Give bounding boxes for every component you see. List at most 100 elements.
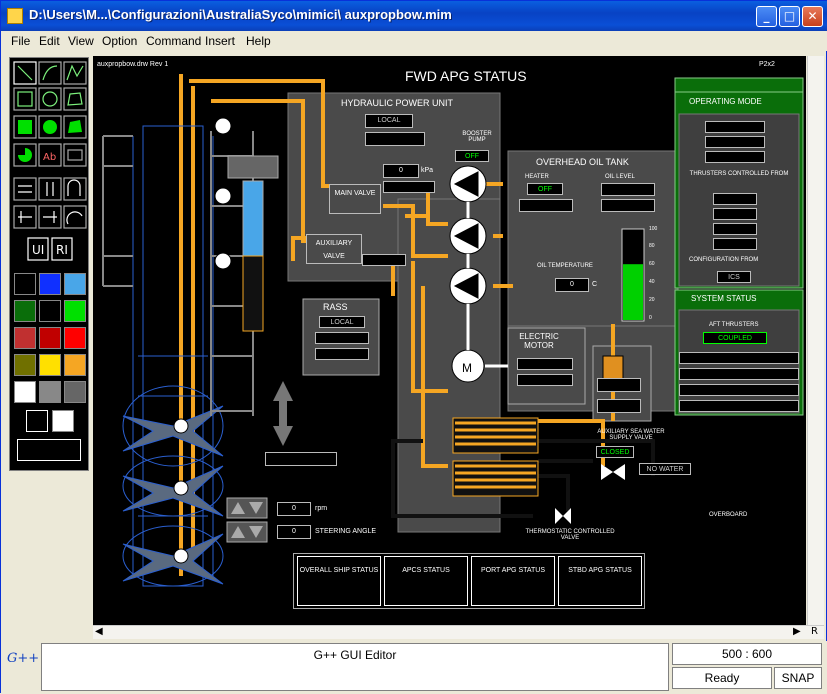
heater-field: OFF <box>527 183 563 195</box>
main-valve[interactable]: MAIN VALVE <box>329 184 381 214</box>
port-apg-status-button[interactable]: PORT APG STATUS <box>471 556 555 606</box>
aft-thrusters-label: AFT THRUSTERS <box>709 322 759 328</box>
menu-file[interactable]: File <box>11 34 31 48</box>
rass-local-field: LOCAL <box>319 316 365 328</box>
hpu-title: HYDRAULIC POWER UNIT <box>341 98 454 108</box>
motor-symbol: M <box>462 361 472 375</box>
sys-status-row-2 <box>679 368 799 380</box>
thrusters-field-1 <box>713 193 757 205</box>
color-swatch-brightred[interactable] <box>64 327 86 349</box>
background-color[interactable] <box>52 410 74 432</box>
svg-text:UI: UI <box>32 243 44 257</box>
mimic-canvas[interactable]: M <box>93 56 806 625</box>
drawing-file-label: auxpropbow.drw Rev 1 <box>97 61 169 68</box>
oil-level-field-1 <box>601 183 655 196</box>
color-swatch-orange[interactable] <box>64 354 86 376</box>
color-swatch-white[interactable] <box>14 381 36 403</box>
gauge-tick-60: 60 <box>649 261 655 267</box>
gauge-tick-20: 20 <box>649 297 655 303</box>
hpu-local-field: LOCAL <box>365 114 413 128</box>
minimize-button[interactable]: _ <box>756 6 777 27</box>
pressure-unit: kPa <box>421 167 434 174</box>
menu-help[interactable]: Help <box>246 34 271 48</box>
menu-edit[interactable]: Edit <box>39 34 60 48</box>
steering-readout <box>265 452 337 466</box>
foreground-color[interactable] <box>26 410 48 432</box>
app-logo: G++ <box>7 651 40 666</box>
title-bar: D:\Users\M...\Configurazioni\AustraliaSy… <box>1 1 827 31</box>
thrusters-controlled-label: THRUSTERS CONTROLLED FROM <box>689 171 789 177</box>
maximize-button[interactable]: □ <box>779 6 800 27</box>
color-swatch-yellow[interactable] <box>39 354 61 376</box>
line-style-box[interactable] <box>17 439 81 461</box>
overall-ship-status-button[interactable]: OVERALL SHIP STATUS <box>297 556 381 606</box>
steering-label: STEERING ANGLE <box>315 528 377 535</box>
oil-temp-label: OIL TEMPERATURE <box>537 263 593 269</box>
color-swatch-olive[interactable] <box>14 354 36 376</box>
no-water-field: NO WATER <box>639 463 691 475</box>
status-state: Ready <box>672 667 772 689</box>
snap-indicator[interactable]: SNAP <box>774 667 822 689</box>
color-swatch-darkgray[interactable] <box>64 381 86 403</box>
svg-text:Ab: Ab <box>43 152 56 163</box>
color-swatch-blue[interactable] <box>39 273 61 295</box>
hpu-status-field <box>365 132 425 146</box>
oil-temp-value: 0 <box>555 278 589 292</box>
apcs-status-button[interactable]: APCS STATUS <box>384 556 468 606</box>
menu-view[interactable]: View <box>68 34 94 48</box>
color-swatch-green[interactable] <box>64 300 86 322</box>
stbd-apg-status-button[interactable]: STBD APG STATUS <box>558 556 642 606</box>
close-button[interactable]: ✕ <box>802 6 823 27</box>
rass-field-3 <box>315 348 369 360</box>
rass-field-2 <box>315 332 369 344</box>
gauge-tick-40: 40 <box>649 279 655 285</box>
color-swatch-gray[interactable] <box>39 381 61 403</box>
aux-valve-field <box>362 254 406 266</box>
thermostatic-label: THERMOSTATIC CONTROLLED VALVE <box>525 529 615 541</box>
mimic-drawing: M <box>102 74 804 587</box>
sea-valve-label: AUXILIARY SEA WATER SUPPLY VALVE <box>597 429 665 441</box>
config-from-label: CONFIGURATION FROM <box>689 257 759 263</box>
aux-valve[interactable]: AUXILIARY VALVE <box>306 234 362 264</box>
coords-box: 500 : 600 <box>672 643 822 665</box>
color-swatch-red[interactable] <box>39 327 61 349</box>
oil-tank-title: OVERHEAD OIL TANK <box>536 157 629 167</box>
drawing-toolbox: Ab UI RI <box>9 57 89 471</box>
overboard-label: OVERBOARD <box>709 512 748 518</box>
color-swatch-darkred[interactable] <box>14 327 36 349</box>
vertical-scrollbar[interactable] <box>807 56 824 625</box>
toolbox-tools: Ab UI RI <box>13 61 87 261</box>
sys-status-row-3 <box>679 384 799 396</box>
menu-insert[interactable]: Insert <box>205 34 236 48</box>
scroll-left-icon[interactable]: ◀ <box>95 626 103 637</box>
color-swatch-black2[interactable] <box>39 300 61 322</box>
menu-command[interactable]: Command <box>146 34 202 48</box>
gauge-tick-80: 80 <box>649 243 655 249</box>
operating-mode-title: OPERATING MODE <box>689 97 762 106</box>
page-title: FWD APG STATUS <box>405 68 527 84</box>
page-code: P2x2 <box>759 61 775 68</box>
svg-text:RI: RI <box>56 243 68 257</box>
color-swatch-black[interactable] <box>14 273 36 295</box>
color-swatch-lightblue[interactable] <box>64 273 86 295</box>
app-icon <box>7 8 23 24</box>
op-mode-field-1 <box>705 121 765 133</box>
rpm-value: 0 <box>277 502 311 516</box>
thrusters-field-2 <box>713 208 757 220</box>
horizontal-scrollbar[interactable]: ◀ ▶ R <box>93 625 824 639</box>
scroll-right-icon[interactable]: ▶ <box>793 626 801 637</box>
motor-field-2 <box>517 374 573 386</box>
sys-status-row-1 <box>679 352 799 364</box>
filter-field-2 <box>597 399 641 413</box>
heater-status-field <box>519 199 573 212</box>
menu-bar: File Edit View Option Command Insert Hel… <box>1 31 827 51</box>
status-bar: G++ G++ GUI Editor 500 : 600 Ready SNAP <box>1 641 827 694</box>
rass-title: RASS <box>323 302 348 312</box>
rpm-unit: rpm <box>315 505 328 512</box>
window-title: D:\Users\M...\Configurazioni\AustraliaSy… <box>29 7 452 22</box>
menu-option[interactable]: Option <box>102 34 138 48</box>
scroll-corner-label: R <box>811 626 818 637</box>
gauge-tick-100: 100 <box>649 226 658 232</box>
color-swatch-darkgreen[interactable] <box>14 300 36 322</box>
